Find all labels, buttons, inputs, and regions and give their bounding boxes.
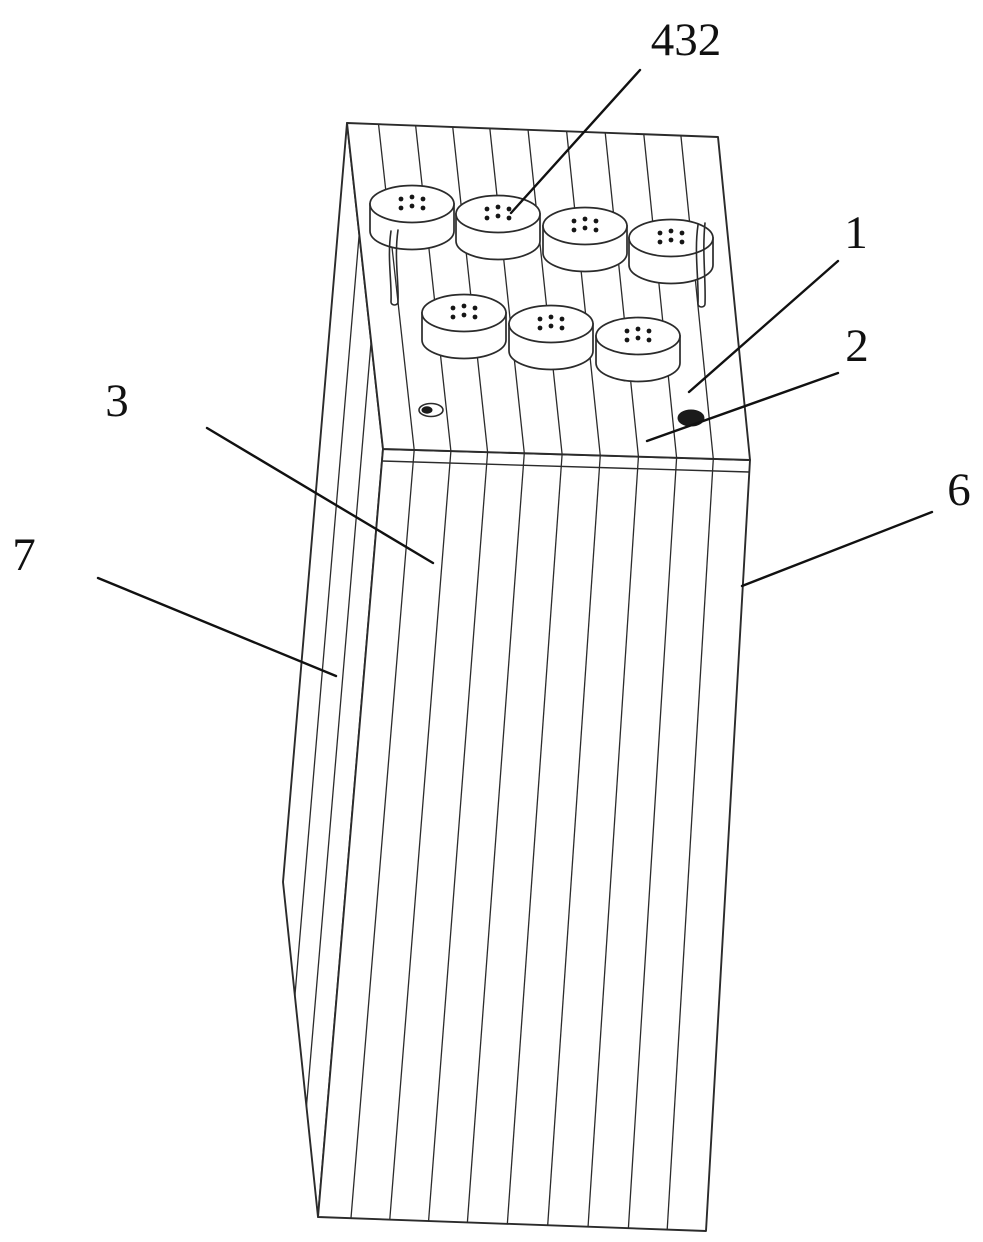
plate-line-front <box>666 458 714 1230</box>
cap-dot <box>571 218 577 224</box>
cap-dot <box>635 335 641 341</box>
cap-dot <box>409 194 415 200</box>
cap-dot <box>624 337 630 343</box>
terminal-cap <box>508 304 594 371</box>
cap-dot <box>646 328 652 334</box>
cap-dot <box>624 328 630 334</box>
front-face <box>317 448 751 1232</box>
leader-line-2 <box>645 371 840 443</box>
terminal-wire-left <box>388 229 399 306</box>
reference-labels: 432 1 2 6 3 7 <box>12 14 971 678</box>
cap-dot <box>495 204 501 210</box>
cap-dot <box>679 230 685 236</box>
leader-line-432 <box>509 68 642 215</box>
ref-label-6: 6 <box>947 464 971 516</box>
ref-label-432: 432 <box>651 14 722 66</box>
plate-line-top <box>414 125 452 452</box>
terminal-cap <box>455 194 541 261</box>
plate-striation-lines <box>294 124 714 1230</box>
cap-dot <box>420 196 426 202</box>
cap-dot <box>420 205 426 211</box>
plate-line-front <box>389 450 452 1220</box>
plate-line-front <box>627 457 678 1229</box>
plate-line-front <box>547 455 601 1226</box>
cap-dot <box>657 230 663 236</box>
battery-device-drawing <box>282 122 751 1232</box>
leader-line-1 <box>687 259 840 394</box>
cap-dot <box>461 312 467 318</box>
cap-dot <box>398 196 404 202</box>
ref-label-7: 7 <box>12 529 36 581</box>
plate-line-top <box>527 129 563 455</box>
cap-dot <box>548 323 554 329</box>
cap-dot <box>635 326 641 332</box>
plate-line-left <box>305 341 372 1107</box>
top-face <box>346 122 751 461</box>
cap-dot <box>668 237 674 243</box>
plate-line-top <box>452 126 489 453</box>
cap-dot <box>409 203 415 209</box>
plate-line-top <box>565 131 601 456</box>
plate-line-top <box>489 128 525 454</box>
cap-dot <box>472 305 478 311</box>
plate-line-left <box>294 233 360 996</box>
cap-dot <box>668 228 674 234</box>
plate-line-top <box>643 134 678 458</box>
ref-label-1: 1 <box>844 207 868 259</box>
ref-label-2: 2 <box>845 320 869 372</box>
cap-dot <box>537 325 543 331</box>
cap-dot <box>559 316 565 322</box>
cap-dot <box>484 215 490 221</box>
leader-line-6 <box>740 510 934 588</box>
cap-dot <box>461 303 467 309</box>
cap-dot <box>559 325 565 331</box>
cap-dot <box>472 314 478 320</box>
cap-dot <box>450 314 456 320</box>
ref-label-3: 3 <box>105 375 129 427</box>
cap-dot <box>450 305 456 311</box>
terminal-cap <box>421 293 507 360</box>
cap-dot <box>506 215 512 221</box>
cover-seam-line <box>381 460 750 473</box>
cap-dot <box>582 216 588 222</box>
plate-line-top <box>377 124 415 451</box>
plate-line-front <box>466 453 525 1223</box>
terminal-cap <box>628 218 714 285</box>
terminal-caps <box>369 184 714 383</box>
terminal-cap <box>369 184 455 251</box>
plate-line-front <box>427 452 489 1222</box>
plate-line-top <box>680 135 714 459</box>
cap-dot <box>537 316 543 322</box>
terminal-cap <box>595 316 681 383</box>
cap-dot <box>679 239 685 245</box>
cap-dot <box>484 206 490 212</box>
terminal-wire-right <box>695 222 706 308</box>
plate-line-front <box>587 456 640 1227</box>
cap-dot <box>582 225 588 231</box>
terminal-cap <box>542 206 628 273</box>
vent-left-core <box>421 406 433 414</box>
cap-dot <box>657 239 663 245</box>
cap-dot <box>548 314 554 320</box>
plate-line-top <box>604 132 640 457</box>
cap-dot <box>495 213 501 219</box>
cap-dot <box>593 218 599 224</box>
leader-line-3 <box>205 426 435 565</box>
plate-line-front <box>350 449 415 1219</box>
cap-dot <box>506 206 512 212</box>
plate-line-front <box>506 454 563 1224</box>
cap-dot <box>571 227 577 233</box>
cap-dot <box>398 205 404 211</box>
vent-right <box>677 409 705 427</box>
vent-left <box>418 402 444 418</box>
leader-line-7 <box>96 576 338 678</box>
cap-dot <box>646 337 652 343</box>
cap-dot <box>593 227 599 233</box>
